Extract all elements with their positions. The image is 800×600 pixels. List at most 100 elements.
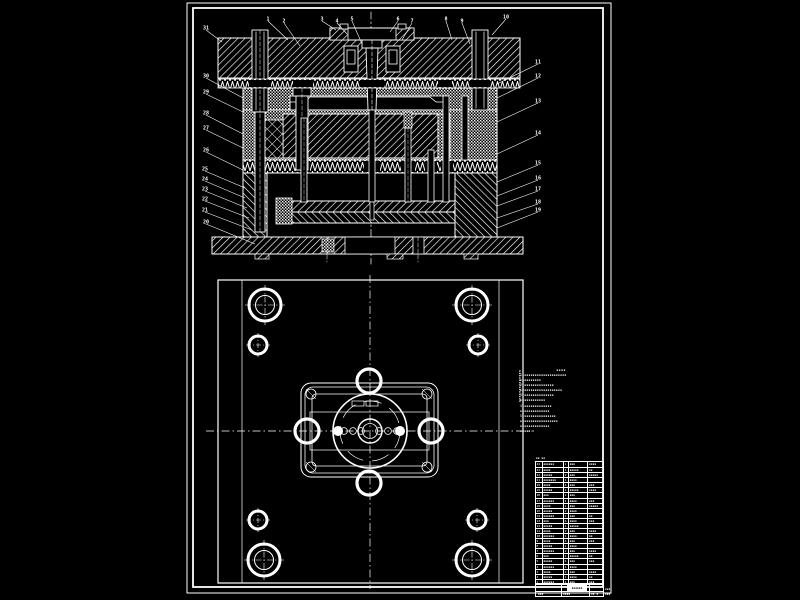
parts-table-cell xyxy=(587,564,603,569)
tech-requirement-line: ▪▪▪▪▪▪▪▪▪▪▪▪ xyxy=(520,398,546,403)
balloon-number: 28 xyxy=(203,111,209,117)
tech-requirement-line: 2.▪▪▪▪▪▪▪▪▪▪▪▪▪▪ xyxy=(520,383,554,388)
parts-table-cell: 13 xyxy=(536,518,541,523)
parts-table-row: 11▪▪▪▪2▪▪▪▪▪▪▪ xyxy=(536,528,603,534)
parts-table-cell: ▪▪▪ xyxy=(568,462,587,468)
balloon-number: 1 xyxy=(266,17,269,23)
parts-table-cell: ▪▪▪ xyxy=(568,529,587,534)
balloon-number: 31 xyxy=(203,26,209,32)
parts-table-row: 22▪▪▪▪▪2▪▪▪▪▪▪▪▪ xyxy=(536,472,603,478)
parts-table-cell: 2 xyxy=(536,574,539,579)
parts-table-cell: ▪▪▪ xyxy=(568,579,587,584)
parts-table-cell: ▪▪▪▪▪ xyxy=(541,523,563,529)
parts-table-cell: 1 xyxy=(563,488,567,493)
parts-table-cell xyxy=(587,493,603,498)
parts-table-cell: ▪▪▪▪▪▪ xyxy=(541,498,563,503)
leader-line xyxy=(204,200,250,219)
parts-table-cell: 22 xyxy=(536,473,541,478)
parts-table-row: 18▪▪▪1▪▪▪ xyxy=(536,492,603,498)
parts-table-cell: ▪▪▪▪▪▪ xyxy=(541,513,563,518)
balloon-number: 24 xyxy=(202,177,208,183)
parts-table-cell: ▪▪▪ xyxy=(568,569,587,574)
parts-table-cell: 1 xyxy=(563,478,567,483)
parts-table-cell: ▪▪▪ xyxy=(587,498,603,503)
leader-line xyxy=(283,22,301,47)
tech-requirement-line: ▪▪▪▪▪▪▪▪▪▪▪▪▪▪ xyxy=(520,423,550,428)
parts-table-cell: ▪▪▪▪ xyxy=(541,539,563,544)
parts-table-cell: 12 xyxy=(536,523,541,528)
balloon-number: 26 xyxy=(203,148,209,154)
parts-table-cell: ▪▪▪▪▪ xyxy=(568,523,587,529)
parts-table-cell: ▪▪ xyxy=(587,554,603,559)
parts-table-cell: 24 xyxy=(536,462,541,466)
leader-line xyxy=(204,170,246,189)
parts-table-row: 20▪▪▪▪4▪▪▪▪▪▪ xyxy=(536,482,603,488)
parts-table-row: 24▪▪▪▪▪▪1▪▪▪▪▪▪▪ xyxy=(536,462,603,468)
leader-line xyxy=(205,223,256,245)
parts-table-cell: 6 xyxy=(536,554,539,559)
parts-table-cell: ▪▪▪▪ xyxy=(568,478,587,483)
balloon-number: 30 xyxy=(203,74,209,80)
parts-table-cell: 4 xyxy=(563,559,567,564)
parts-table-cell: 4 xyxy=(563,483,567,488)
title-block: ▪▪▪▪▪▪ ▪▪▪▪▪▪▪▪▪▪ ▪▪▪▪▪ xyxy=(535,583,604,597)
balloon-number: 6 xyxy=(396,17,399,23)
parts-table-row: 12▪▪▪▪▪1▪▪▪▪▪ xyxy=(536,522,603,529)
parts-table-cell: 4 xyxy=(536,564,539,569)
balloon-number: 10 xyxy=(503,15,509,21)
parts-table-cell: 1 xyxy=(563,564,567,569)
parts-table-cell: ▪▪▪▪▪▪ xyxy=(541,534,563,539)
spacer-block-right xyxy=(454,172,498,238)
parts-list-table: 24▪▪▪▪▪▪1▪▪▪▪▪▪▪23▪▪▪▪1▪▪▪▪▪▪▪22▪▪▪▪▪2▪▪… xyxy=(535,461,604,585)
parts-table-cell: 20 xyxy=(536,483,541,488)
parts-table-cell: ▪▪▪▪ xyxy=(568,518,587,523)
stamp-line: ▪▪▪ xyxy=(605,587,611,591)
tech-requirement-line: 5.▪▪▪▪▪▪▪▪▪▪▪▪▪▪▪ xyxy=(520,413,556,418)
balloon-number: 15 xyxy=(535,161,541,167)
parts-table-cell: 10 xyxy=(536,534,541,539)
parts-table-cell: ▪▪▪▪ xyxy=(541,483,563,488)
parts-table-cell: 1 xyxy=(563,579,567,584)
parts-table-cell: 6 xyxy=(563,518,567,523)
parts-table-cell: ▪▪▪▪ xyxy=(568,498,587,503)
parts-table-row: 21▪▪▪▪▪▪▪1▪▪▪▪ xyxy=(536,477,603,483)
parts-table-cell: 1 xyxy=(563,462,567,468)
parts-table-cell: ▪▪ xyxy=(587,513,603,518)
parts-table-row: 10▪▪▪▪▪▪1▪▪▪▪▪▪ xyxy=(536,533,603,539)
balloon-number: 4 xyxy=(335,19,338,25)
parts-table-cell: ▪▪▪ xyxy=(587,518,603,523)
parts-table-cell: ▪▪▪▪▪ xyxy=(541,544,563,549)
leader-line xyxy=(496,63,539,85)
leader-line xyxy=(321,20,337,31)
leader-line xyxy=(205,93,244,113)
parts-table-cell: ▪▪▪▪▪▪ xyxy=(541,564,563,569)
parts-table-cell: ▪▪▪ xyxy=(568,559,587,564)
leader-line xyxy=(461,22,471,45)
balloon-number: 21 xyxy=(202,208,208,214)
leader-line xyxy=(496,179,539,197)
leader-line xyxy=(204,211,253,231)
parts-table-row: 17▪▪▪▪▪▪4▪▪▪▪▪▪▪ xyxy=(536,497,603,503)
parts-table-cell: ▪▪ xyxy=(587,468,603,473)
balloon-number: 29 xyxy=(203,90,209,96)
balloon-number: 14 xyxy=(535,131,541,137)
frame-stamp: ▪▪▪▪▪▪ xyxy=(605,587,619,596)
parts-table-cell: ▪▪▪▪▪ xyxy=(541,574,563,579)
parts-table-cell: ▪▪▪▪▪ xyxy=(568,468,587,473)
balloon-number: 7 xyxy=(410,19,413,25)
tech-requirement-line: ▪▪▪▪▪▪▪▪▪▪▪▪▪▪▪▪▪▪▪▪ xyxy=(520,388,563,393)
parts-table-cell: ▪▪ xyxy=(587,574,603,579)
guide-pillar-left xyxy=(251,29,269,233)
parts-table-cell: 8 xyxy=(536,544,539,549)
leader-line xyxy=(496,77,539,99)
parts-table-cell: ▪▪▪ xyxy=(587,579,603,584)
parts-table-cell: ▪▪▪ xyxy=(587,559,603,564)
parts-table-cell: 2 xyxy=(563,473,567,478)
balloon-number: 5 xyxy=(350,17,353,23)
balloon-number: 8 xyxy=(444,17,447,23)
title-block-divider xyxy=(589,584,590,596)
parts-table-cell: 18 xyxy=(536,493,541,498)
section-view xyxy=(211,11,524,265)
